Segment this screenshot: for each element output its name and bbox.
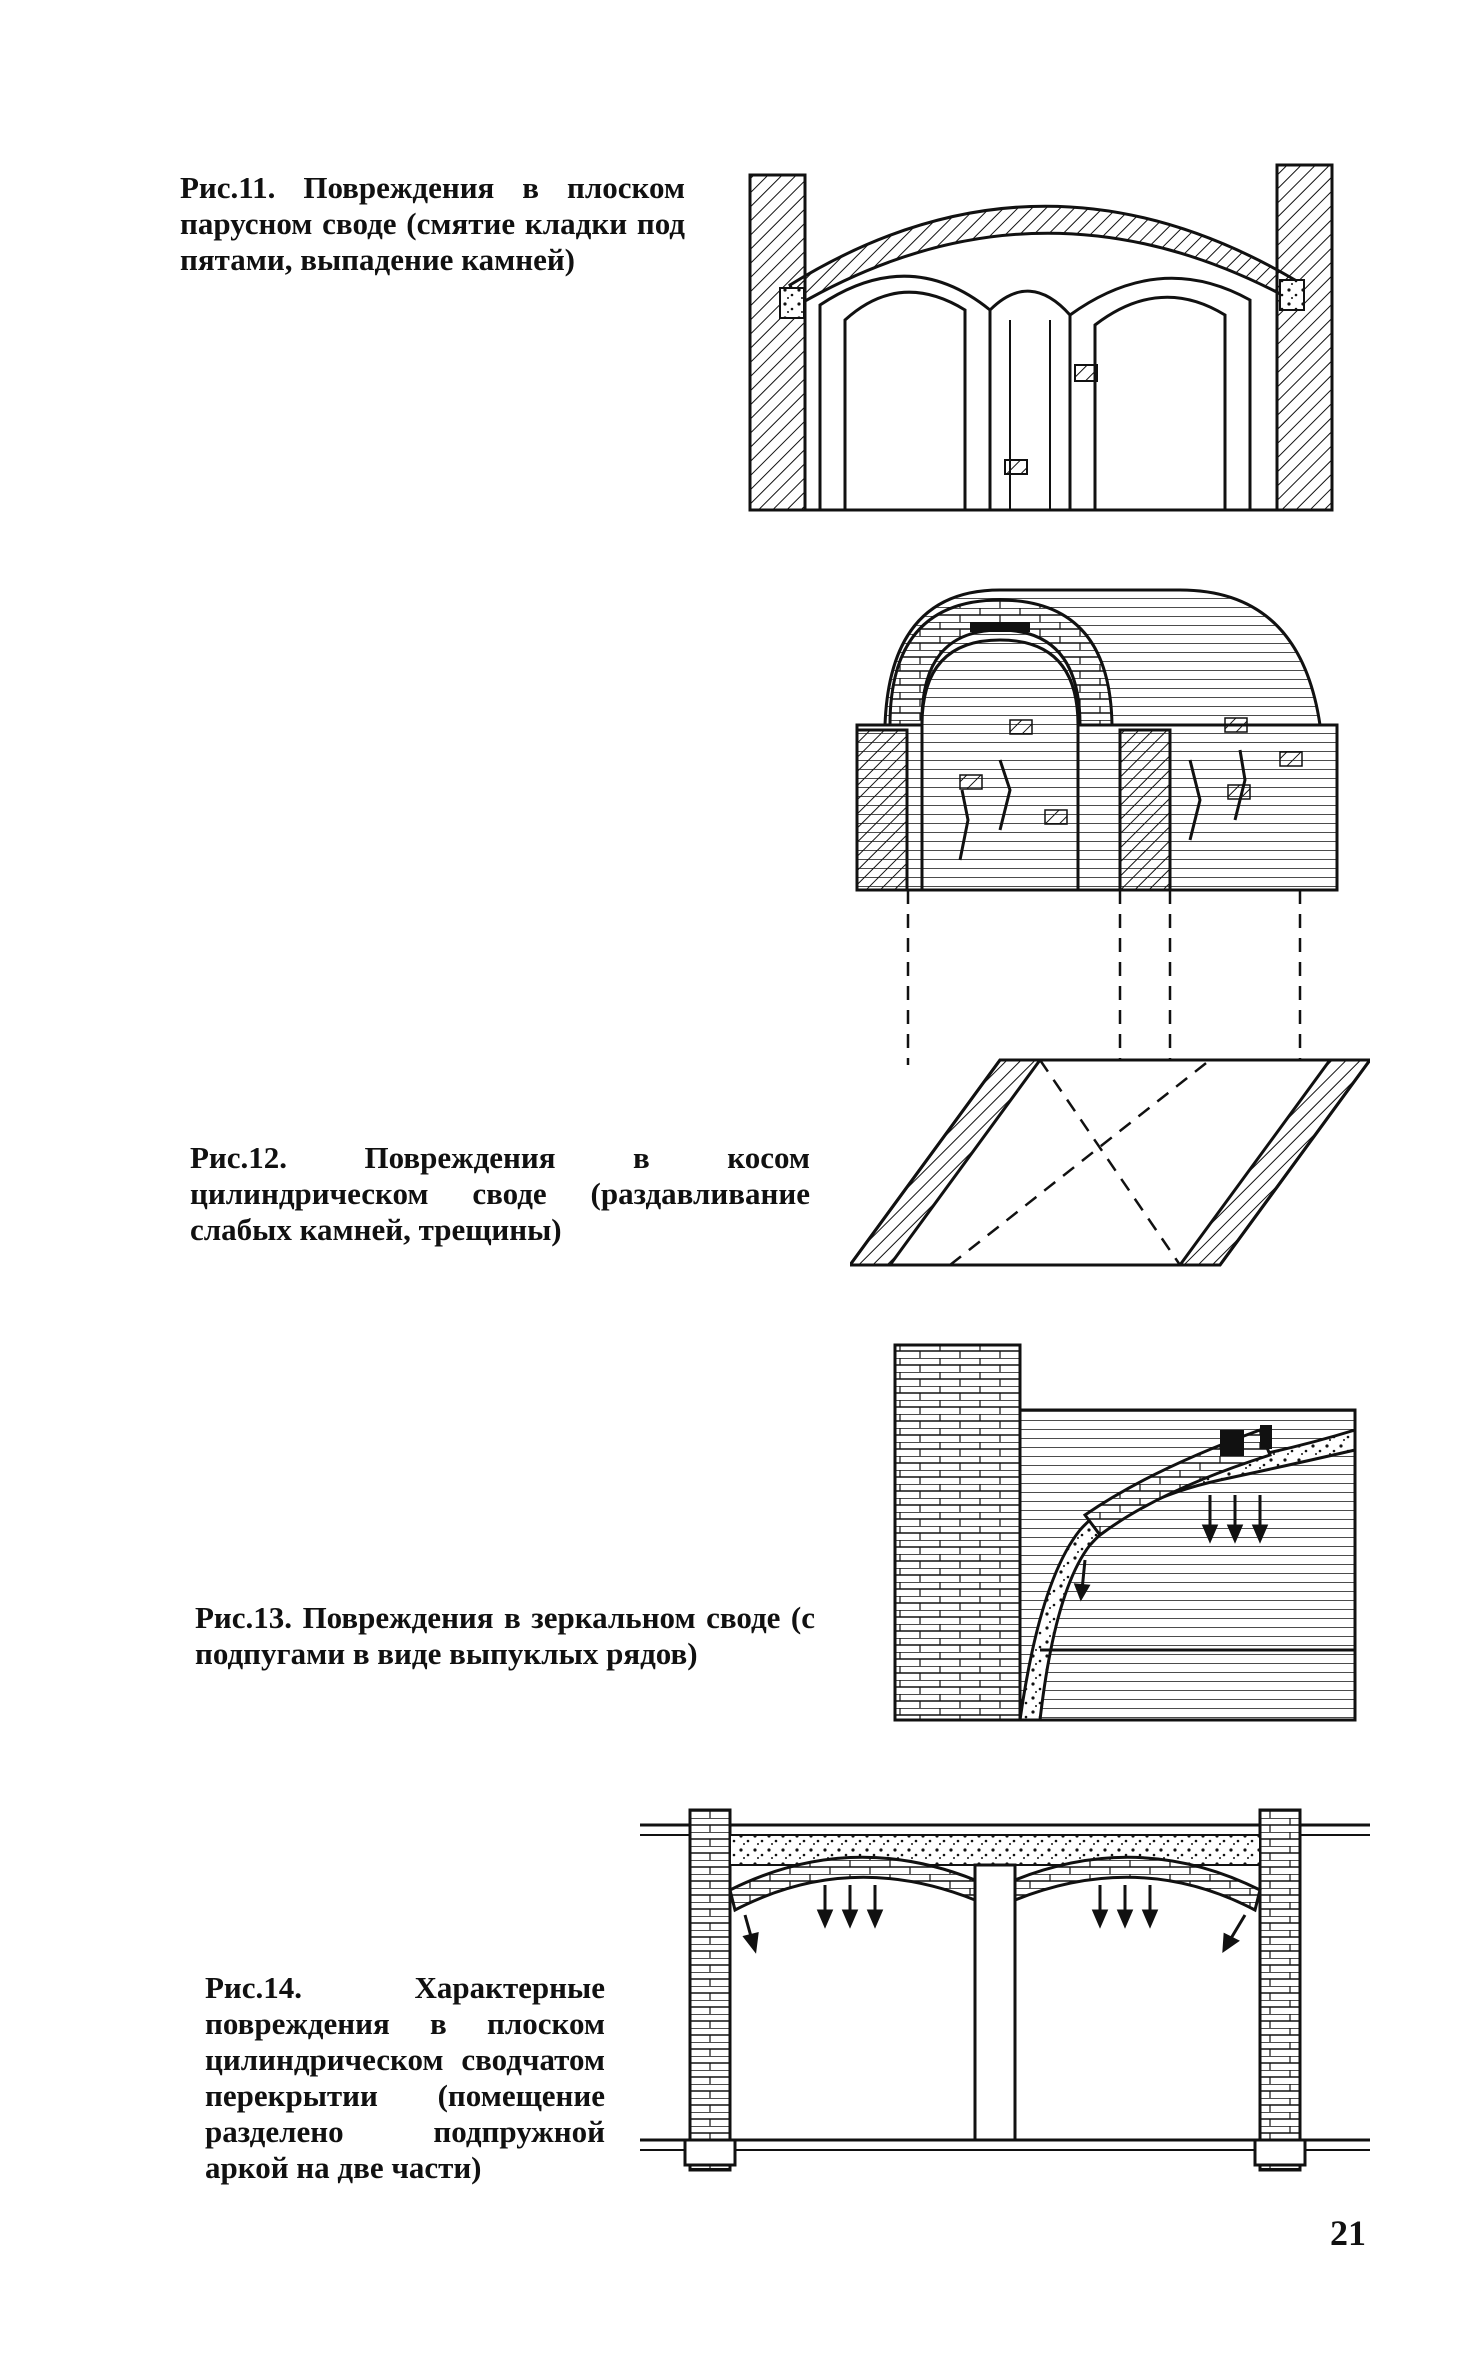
page-number: 21: [1330, 2213, 1366, 2253]
figure-13-text: Повреждения в зеркальном своде (с подпуг…: [195, 1600, 815, 1671]
figure-13-caption: Рис.13. Повреждения в зеркальном своде (…: [195, 1600, 815, 1672]
figure-14-text: Характерные повреждения в плоском цилинд…: [205, 1970, 605, 2185]
figure-13-drawing: [893, 1343, 1357, 1722]
figure-11-drawing: [748, 163, 1334, 512]
figure-11-label: Рис.11.: [180, 170, 276, 205]
figure-14-drawing: [640, 1808, 1370, 2172]
figure-11-text: Повреждения в плоском парусном своде (см…: [180, 170, 685, 277]
figure-11-caption: Рис.11. Повреждения в плоском парусном с…: [180, 170, 685, 278]
figure-12-drawing: [850, 588, 1370, 1267]
figure-14-label: Рис.14.: [205, 1970, 303, 2005]
figure-12-caption: Рис.12. Повреждения в косом цилиндрическ…: [190, 1140, 810, 1248]
figure-12-text: Повреждения в косом цилиндрическом своде…: [190, 1140, 810, 1247]
figure-13-label: Рис.13.: [195, 1600, 293, 1635]
figure-12-label: Рис.12.: [190, 1140, 288, 1175]
figure-14-caption: Рис.14. Характерные повреждения в плоско…: [205, 1970, 605, 2186]
